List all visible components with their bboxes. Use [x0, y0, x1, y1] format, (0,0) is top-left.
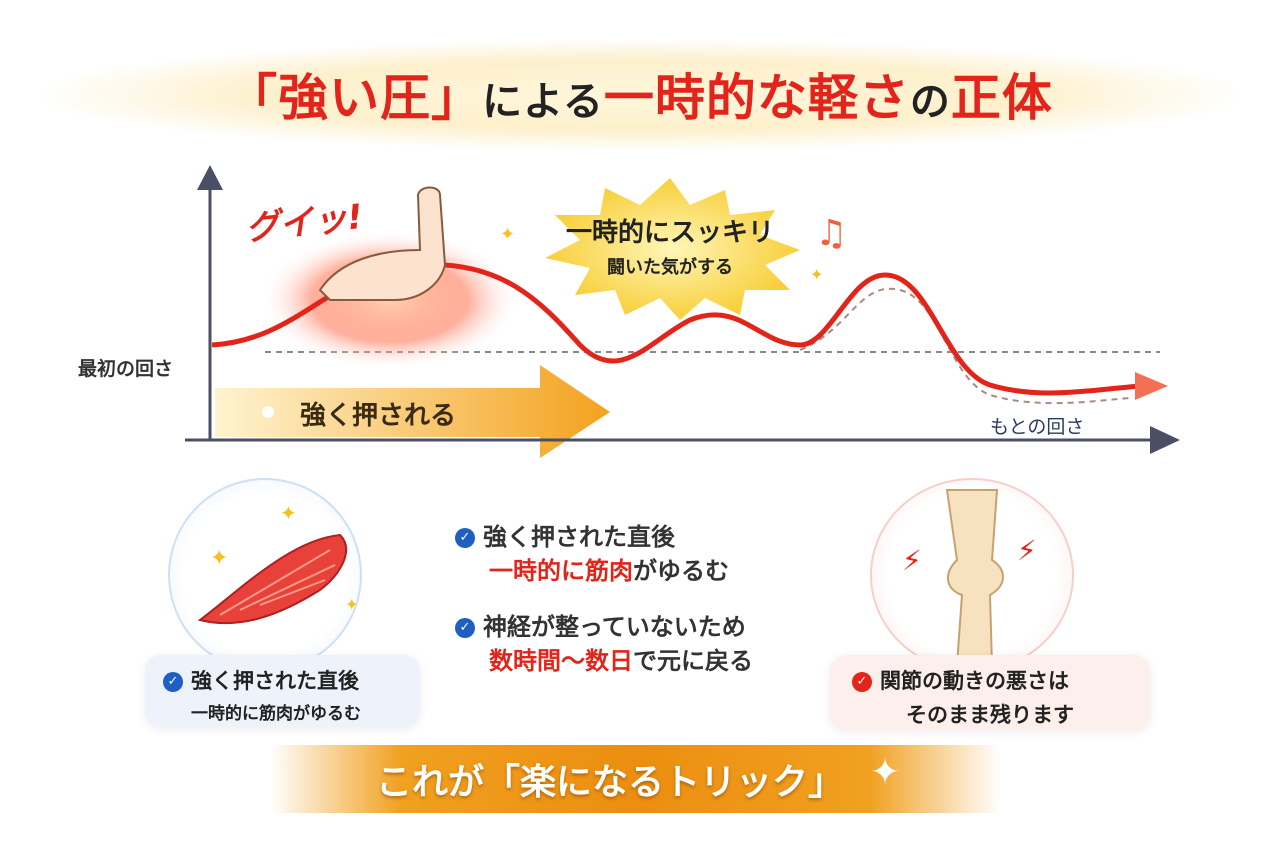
point-line2: がゆるむ	[633, 557, 729, 585]
burst-callout: 一時的にスッキリ 闘いた気がする	[540, 212, 800, 279]
muscle-icon: ✦ ✦ ✦	[197, 501, 358, 625]
knee-joint-icon: ⚡⚡	[902, 489, 1037, 666]
muscle-illustration: ✦ ✦ ✦	[168, 478, 362, 672]
check-icon: ✓	[455, 528, 475, 548]
svg-text:✦: ✦	[210, 546, 228, 571]
left-card-line2: 一時的に筋肉がゆるむ	[191, 704, 361, 724]
y-axis-label: 最初の回さ	[78, 358, 174, 380]
svg-text:⚡: ⚡	[902, 544, 922, 577]
bottom-banner-text: これが「楽になるトリック」	[375, 762, 844, 803]
title-part: 「強い圧」	[227, 69, 483, 127]
left-card: ✓ 強く押された直後 一時的に筋肉がゆるむ	[145, 655, 420, 727]
hand-icon	[318, 186, 447, 301]
title-part: 正体	[950, 69, 1053, 127]
svg-text:✦: ✦	[280, 501, 297, 525]
point-highlight: 数時間〜数日	[489, 647, 633, 675]
right-card-line2: そのまま残ります	[906, 703, 1074, 727]
sparkle-icon: ✦	[500, 224, 515, 245]
push-arrow	[215, 365, 610, 458]
x-end-label: もとの回さ	[990, 416, 1085, 438]
right-card-line1: 関節の動きの悪さは	[880, 669, 1069, 693]
title-part: の	[909, 79, 951, 125]
svg-text:✦: ✦	[345, 595, 358, 614]
point-line2: で元に戻る	[633, 647, 753, 675]
point-item: ✓ 強く押された直後 一時的に筋肉がゆるむ	[455, 520, 753, 588]
curve-arrowhead	[1135, 372, 1168, 400]
check-icon: ✓	[163, 672, 183, 692]
point-line1: 神経が整っていないため	[483, 613, 746, 641]
title-part: による	[482, 79, 604, 125]
burst-line1: 一時的にスッキリ	[565, 218, 774, 248]
dashed-return-curve	[799, 287, 1131, 405]
music-note-icon: ♫	[815, 213, 847, 254]
sparkle-icon: ✦	[870, 752, 901, 793]
point-item: ✓ 神経が整っていないため 数時間〜数日で元に戻る	[455, 610, 753, 678]
point-line1: 強く押された直後	[483, 523, 675, 551]
sparkle-icon: ✦	[810, 265, 823, 284]
check-icon: ✓	[455, 618, 475, 638]
x-axis-arrow	[1150, 426, 1180, 454]
knee-illustration: ⚡⚡	[870, 478, 1074, 672]
arrow-label: 強く押される	[300, 401, 457, 431]
check-icon: ✓	[852, 672, 872, 692]
right-card: ✓ 関節の動きの悪さは そのまま残ります	[830, 655, 1150, 730]
burst-shape	[545, 178, 800, 320]
title-part: 一時的な軽さ	[603, 69, 910, 127]
y-axis-arrow	[197, 165, 223, 190]
svg-text:⚡: ⚡	[1017, 534, 1037, 567]
middle-points: ✓ 強く押された直後 一時的に筋肉がゆるむ ✓ 神経が整っていないため 数時間〜数日…	[455, 520, 753, 678]
title-banner	[40, 40, 1240, 150]
left-card-line1: 強く押された直後	[191, 669, 359, 693]
bullet-dot	[262, 406, 274, 418]
page-title: 「強い圧」による一時的な軽さの正体	[0, 58, 1280, 130]
point-highlight: 一時的に筋肉	[489, 557, 633, 585]
burst-line2: 闘いた気がする	[607, 257, 733, 278]
bottom-banner-bg	[270, 745, 1000, 813]
